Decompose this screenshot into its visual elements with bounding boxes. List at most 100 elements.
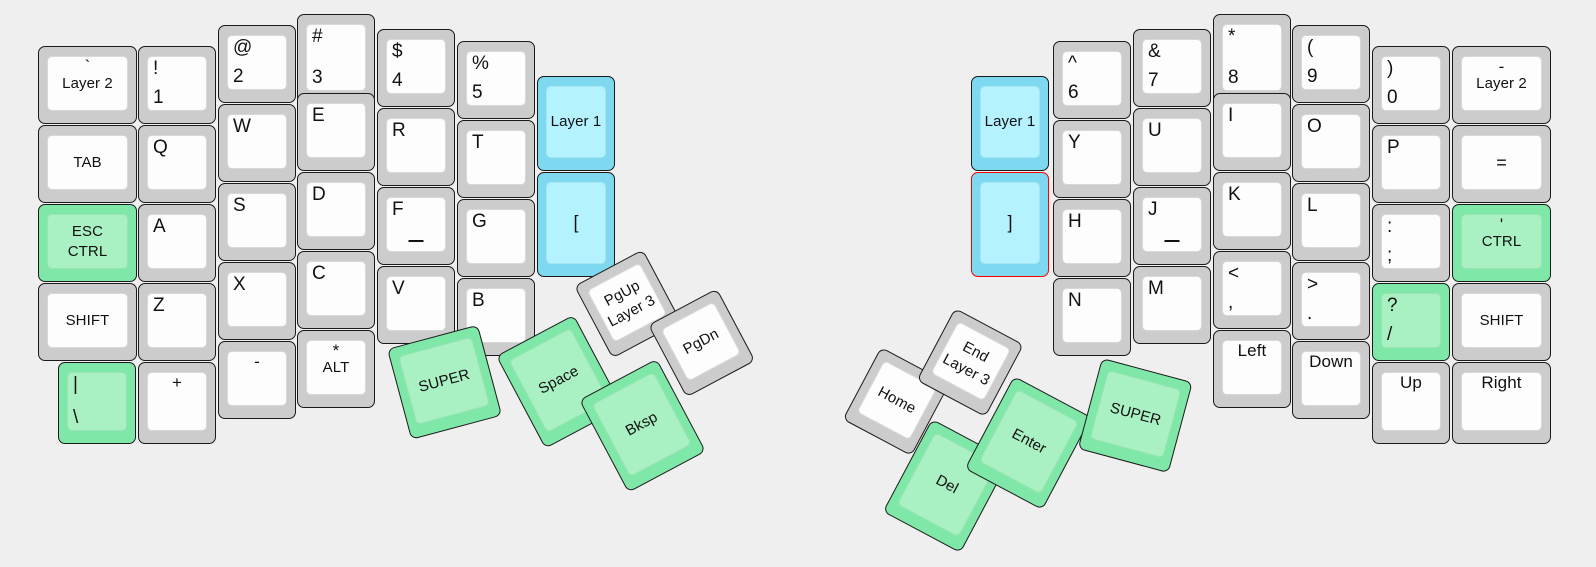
keycap-surface: G (466, 209, 526, 264)
key-slash[interactable]: ?/ (1372, 283, 1450, 361)
key-y[interactable]: Y (1053, 120, 1131, 198)
key-tab[interactable]: TAB (38, 125, 137, 203)
key-n[interactable]: N (1053, 278, 1131, 356)
key-e[interactable]: E (297, 93, 375, 171)
key-legend-shifted: ( (1307, 37, 1314, 58)
keycap-surface: F (386, 197, 446, 252)
key-down[interactable]: Down (1292, 341, 1370, 419)
key-grave-layer2[interactable]: `Layer 2 (38, 46, 137, 124)
key-right[interactable]: Right (1452, 362, 1551, 444)
key-o[interactable]: O (1292, 104, 1370, 182)
keycap-surface: Right (1461, 372, 1542, 431)
key-legend-base: A (153, 216, 166, 237)
key-comma[interactable]: <, (1213, 251, 1291, 329)
keycap-surface: Left (1222, 340, 1282, 395)
key-quote-ctrl[interactable]: 'CTRL (1452, 204, 1551, 282)
key-legend-main: Layer 1 (550, 113, 602, 131)
key-legend-base: S (233, 195, 246, 216)
key-g[interactable]: G (457, 199, 535, 277)
key-u[interactable]: U (1133, 108, 1211, 186)
key-c[interactable]: C (297, 251, 375, 329)
key-legend-base: E (312, 105, 325, 126)
key-k[interactable]: K (1213, 172, 1291, 250)
key-3[interactable]: #3 (297, 14, 375, 104)
keycap-surface: S (227, 193, 287, 248)
key-j[interactable]: J (1133, 187, 1211, 265)
keycap-surface: -Layer 2 (1461, 56, 1542, 111)
keycap-surface: D (306, 182, 366, 237)
keycap-surface: *8 (1222, 24, 1282, 91)
key-legend-base: - (254, 352, 260, 371)
keycap-surface: Enter (978, 389, 1080, 495)
key-q[interactable]: Q (138, 125, 216, 203)
key-layer1-left[interactable]: Layer 1 (537, 76, 615, 171)
key-pipe-backslash[interactable]: |\ (58, 362, 136, 444)
key-6[interactable]: ^6 (1053, 41, 1131, 119)
key-minus-layer2[interactable]: -Layer 2 (1452, 46, 1551, 124)
keycap-surface: >. (1301, 272, 1361, 327)
keycap-surface: W (227, 114, 287, 169)
keycap-surface: A (147, 214, 207, 269)
key-shift-left[interactable]: SHIFT (38, 283, 137, 361)
key-r[interactable]: R (377, 108, 455, 186)
key-p[interactable]: P (1372, 125, 1450, 203)
key-legend-base: 8 (1228, 67, 1239, 89)
key-semicolon[interactable]: :; (1372, 204, 1450, 282)
key-period[interactable]: >. (1292, 262, 1370, 340)
key-7[interactable]: &7 (1133, 29, 1211, 107)
key-a[interactable]: A (138, 204, 216, 282)
key-h[interactable]: H (1053, 199, 1131, 277)
keycap-surface: Bksp (591, 371, 692, 478)
key-v[interactable]: V (377, 266, 455, 344)
keycap-surface: E (306, 103, 366, 158)
homing-bar-indicator (408, 240, 424, 242)
key-shift-right[interactable]: SHIFT (1452, 283, 1551, 361)
key-legend-base: L (1307, 195, 1318, 216)
keycap-surface: &7 (1142, 39, 1202, 94)
key-legend-shifted: $ (392, 41, 403, 62)
key-equal[interactable]: = (1452, 125, 1551, 203)
key-x[interactable]: X (218, 262, 296, 340)
key-legend-base: W (233, 116, 252, 137)
key-s[interactable]: S (218, 183, 296, 261)
key-4[interactable]: $4 (377, 29, 455, 107)
key-alt[interactable]: *ALT (297, 330, 375, 408)
keycap-surface: L (1301, 193, 1361, 248)
keycap-surface: :; (1381, 214, 1441, 269)
key-minus-left[interactable]: - (218, 341, 296, 419)
key-plus[interactable]: + (138, 362, 216, 444)
key-f[interactable]: F (377, 187, 455, 265)
key-bracket-left[interactable]: [ (537, 172, 615, 277)
key-layer1-right[interactable]: Layer 1 (971, 76, 1049, 171)
key-8[interactable]: *8 (1213, 14, 1291, 104)
keycap-surface: X (227, 272, 287, 327)
key-legend-base: R (392, 120, 406, 141)
key-z[interactable]: Z (138, 283, 216, 361)
key-legend-base: 3 (312, 67, 323, 89)
key-5[interactable]: %5 (457, 41, 535, 119)
key-2[interactable]: @2 (218, 25, 296, 103)
key-legend-main: Bksp (622, 408, 661, 440)
key-9[interactable]: (9 (1292, 25, 1370, 103)
keycap-surface: ] (980, 182, 1040, 264)
key-l[interactable]: L (1292, 183, 1370, 261)
key-t[interactable]: T (457, 120, 535, 198)
key-m[interactable]: M (1133, 266, 1211, 344)
key-up[interactable]: Up (1372, 362, 1450, 444)
key-w[interactable]: W (218, 104, 296, 182)
key-left[interactable]: Left (1213, 330, 1291, 408)
key-legend-base: X (233, 274, 246, 295)
key-legend-shifted: | (73, 374, 79, 395)
key-0[interactable]: )0 (1372, 46, 1450, 124)
key-legend-base: 4 (392, 70, 403, 92)
key-bracket-right[interactable]: ] (971, 172, 1049, 277)
keycap-surface: - (227, 351, 287, 406)
key-i[interactable]: I (1213, 93, 1291, 171)
key-1[interactable]: !1 (138, 46, 216, 124)
key-legend-shifted: ? (1387, 295, 1398, 316)
keycap-surface: P (1381, 135, 1441, 190)
key-d[interactable]: D (297, 172, 375, 250)
key-super-right[interactable]: SUPER (1077, 358, 1193, 474)
